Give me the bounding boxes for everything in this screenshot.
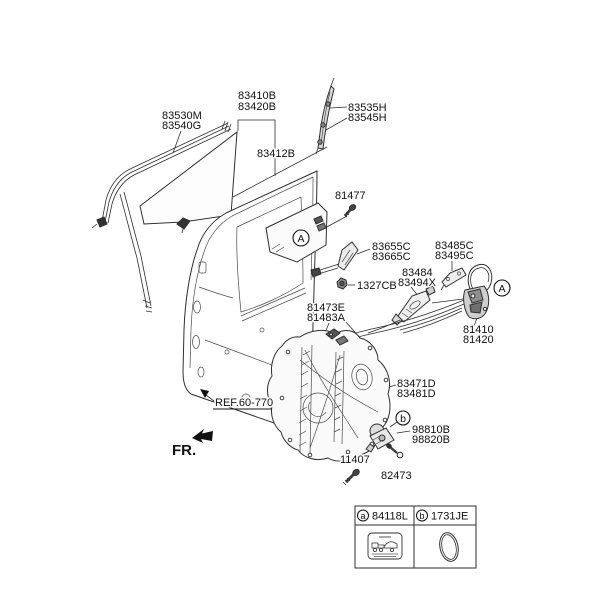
view-marker-b-module: b: [395, 410, 411, 426]
door-glass-drawing: [139, 130, 238, 234]
glass-run-channel-drawing: [91, 120, 232, 313]
nut-drawing: [336, 277, 348, 290]
legend-key-b-letter: b: [419, 511, 424, 521]
outside-handle-bracket-drawing: [440, 267, 467, 291]
screw-82473-drawing: [386, 443, 404, 459]
legend-key-a: a 84118L: [357, 509, 408, 523]
inside-handle-drawing: [310, 241, 359, 278]
window-motor-drawing: [365, 423, 395, 453]
label-motor-1: 98810B: [412, 424, 450, 436]
module-panel-drawing: [267, 328, 391, 462]
view-marker-a-door-label: A: [297, 233, 304, 245]
label-bolt-81477: 81477: [335, 190, 366, 202]
handle-base-drawing: [391, 285, 436, 326]
division-channel-drawing: [315, 77, 335, 155]
label-glass-2: 83420B: [238, 101, 276, 113]
label-bolt-82473: 82473: [381, 470, 412, 482]
label-bolt-11407: 11407: [340, 454, 370, 466]
oval-grommet-icon: [439, 532, 459, 562]
label-glass-run-2: 83540G: [162, 120, 201, 132]
label-clip-1: 81473E: [307, 302, 345, 314]
legend-table: a 84118L b 1731JE: [354, 505, 477, 569]
label-glass-1: 83410B: [238, 90, 276, 102]
front-direction-arrow: [192, 429, 213, 443]
view-marker-b-module-label: b: [400, 413, 406, 425]
label-handle-base-2: 83494X: [398, 277, 437, 289]
label-ref-note: REF.60-770: [215, 397, 273, 409]
label-module-2: 83481D: [397, 388, 436, 400]
view-marker-a-latch: A: [493, 279, 511, 297]
tow-away-label-icon: [367, 532, 403, 560]
label-module-1: 83471D: [397, 378, 436, 390]
legend-part-a: 84118L: [372, 511, 408, 523]
label-latch-2: 81420: [463, 334, 494, 346]
legend-key-a-letter: a: [360, 511, 365, 521]
label-inside-handle-2: 83665C: [372, 251, 411, 263]
label-front-indicator: FR.: [172, 442, 196, 459]
latch-assembly-drawing: [355, 263, 493, 338]
screw-81477-drawing: [343, 204, 357, 218]
label-latch-1: 81410: [463, 324, 494, 336]
ref-arrow: [200, 389, 272, 410]
label-motor-2: 98820B: [412, 434, 450, 446]
label-glass-run-1: 83530M: [162, 110, 202, 122]
label-inside-handle-1: 83655C: [372, 241, 411, 253]
label-nut: 1327CB: [357, 280, 397, 292]
label-handle-base-1: 83484: [402, 267, 433, 279]
label-clip-2: 81483A: [307, 312, 346, 324]
legend-key-b: b 1731JE: [416, 509, 468, 523]
view-marker-a-door: A: [292, 229, 310, 247]
legend-part-b: 1731JE: [431, 511, 468, 523]
label-outside-handle-2: 83495C: [435, 250, 474, 262]
bolt-11407-drawing: [342, 468, 360, 486]
label-channel-2: 83545H: [348, 112, 387, 124]
label-glass-holder: 83412B: [257, 148, 295, 160]
label-channel-1: 83535H: [348, 102, 387, 114]
part-labels: 83530M 83540G 83410B 83420B 83535H 83545…: [161, 89, 496, 484]
view-marker-a-latch-label: A: [498, 283, 505, 295]
label-outside-handle-1: 83485C: [435, 240, 474, 252]
